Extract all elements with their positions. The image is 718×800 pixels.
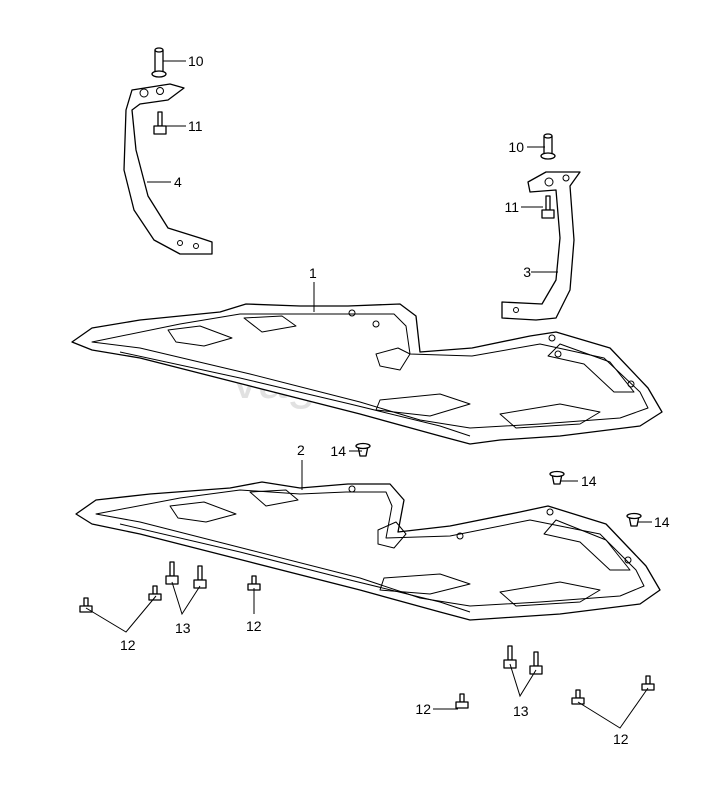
callout-12-b: 12: [246, 618, 262, 634]
part-10-spacer-left: [151, 47, 167, 78]
callout-labels: 1 2 3 4 10 10 11 11 12 12 12 12 13 13 14…: [120, 53, 670, 747]
callout-1: 1: [309, 265, 317, 281]
callout-12-c: 12: [415, 701, 431, 717]
callout-3: 3: [523, 264, 531, 280]
callout-13-a: 13: [175, 620, 191, 636]
callout-10-right: 10: [508, 139, 524, 155]
callout-11-right: 11: [504, 199, 519, 215]
part-10-spacer-right: [540, 133, 556, 160]
part-3-right-bracket: [501, 171, 581, 321]
callout-11-left: 11: [188, 118, 203, 134]
callout-14-b: 14: [581, 473, 597, 489]
callout-4: 4: [174, 174, 182, 190]
part-14-clip: [355, 442, 642, 527]
callout-14-a: 14: [330, 443, 346, 459]
callout-12-d: 12: [613, 731, 629, 747]
leader-lines: [85, 60, 652, 729]
part-2-lower-guard: [75, 481, 661, 621]
callout-10-left: 10: [188, 53, 204, 69]
part-4-left-bracket: [123, 83, 213, 255]
part-11-bolt-right: [541, 195, 555, 219]
part-11-bolt-left: [153, 111, 167, 135]
callout-12-a: 12: [120, 637, 136, 653]
callout-13-b: 13: [513, 703, 529, 719]
callout-2: 2: [297, 442, 305, 458]
part-1-upper-guard: [71, 303, 663, 445]
callout-14-c: 14: [654, 514, 670, 530]
